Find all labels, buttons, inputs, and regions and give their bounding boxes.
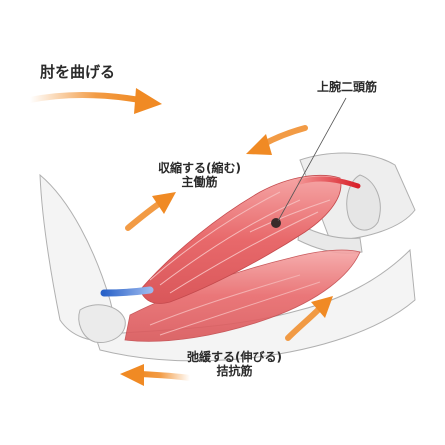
arrow-icon	[120, 364, 193, 386]
agonist-text: 主働筋	[181, 175, 218, 190]
proximal-tendon	[297, 176, 361, 189]
distal-tendon	[100, 286, 154, 297]
antagonist-text: 拮抗筋	[216, 364, 253, 379]
arrow-icon	[125, 192, 176, 231]
diagram-title: 肘を曲げる	[40, 63, 116, 81]
arrow-icon	[27, 88, 162, 114]
biceps-leader-line	[277, 97, 347, 222]
biceps-muscle	[100, 174, 361, 304]
contract-text: 収縮する(縮む)	[158, 161, 241, 175]
relax-label: 弛緩する(伸びる) 拮抗筋	[187, 350, 282, 379]
biceps-marker-dot	[271, 218, 281, 228]
biceps-label: 上腕二頭筋	[317, 80, 378, 94]
arrow-icon	[285, 296, 333, 341]
contract-label: 収縮する(縮む) 主働筋	[158, 161, 241, 190]
relax-text: 弛緩する(伸びる)	[187, 350, 282, 364]
arrow-icon	[246, 125, 308, 155]
